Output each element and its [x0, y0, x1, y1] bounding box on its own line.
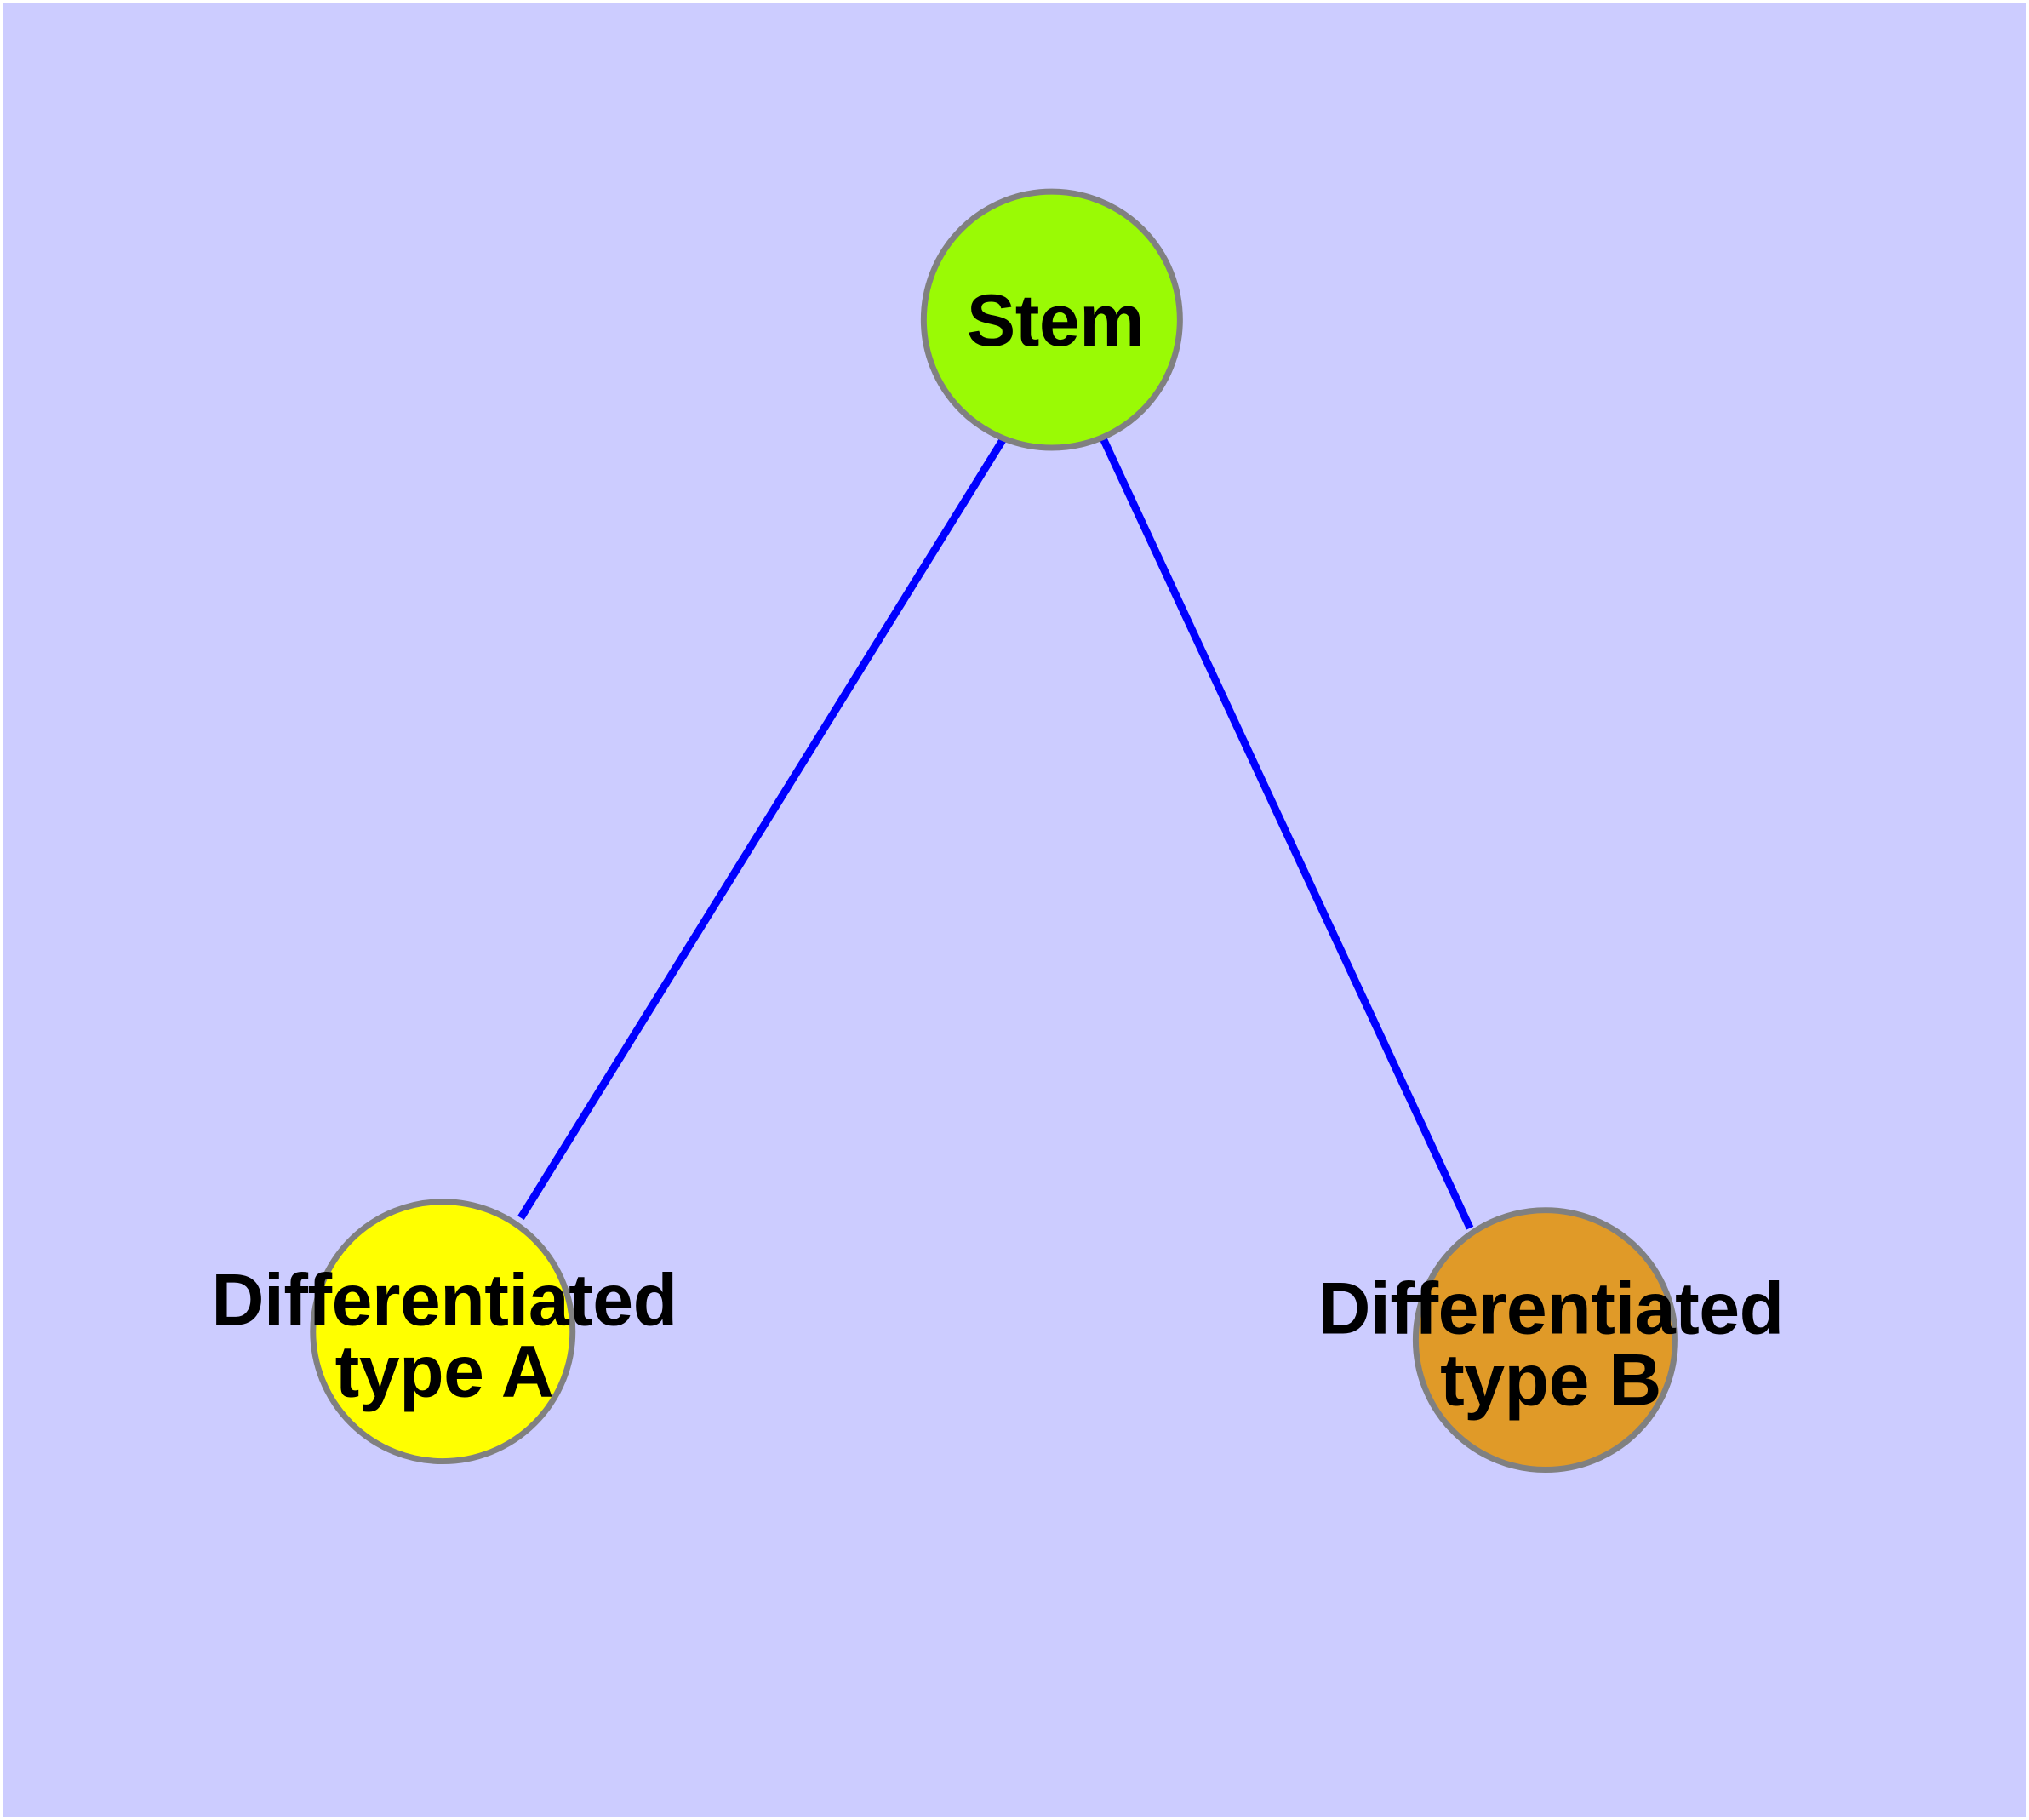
edge-layer [517, 433, 1474, 1230]
node-stem[interactable] [920, 188, 1183, 451]
node-layer [310, 188, 1678, 1474]
edge-stem-to-differentiated-type-b[interactable] [1099, 436, 1474, 1230]
diagram-svg [310, 188, 1678, 1474]
edge-stem-to-differentiated-type-a[interactable] [517, 433, 1009, 1221]
node-differentiated-type-a[interactable] [310, 1199, 576, 1465]
node-differentiated-type-b[interactable] [1412, 1207, 1678, 1474]
